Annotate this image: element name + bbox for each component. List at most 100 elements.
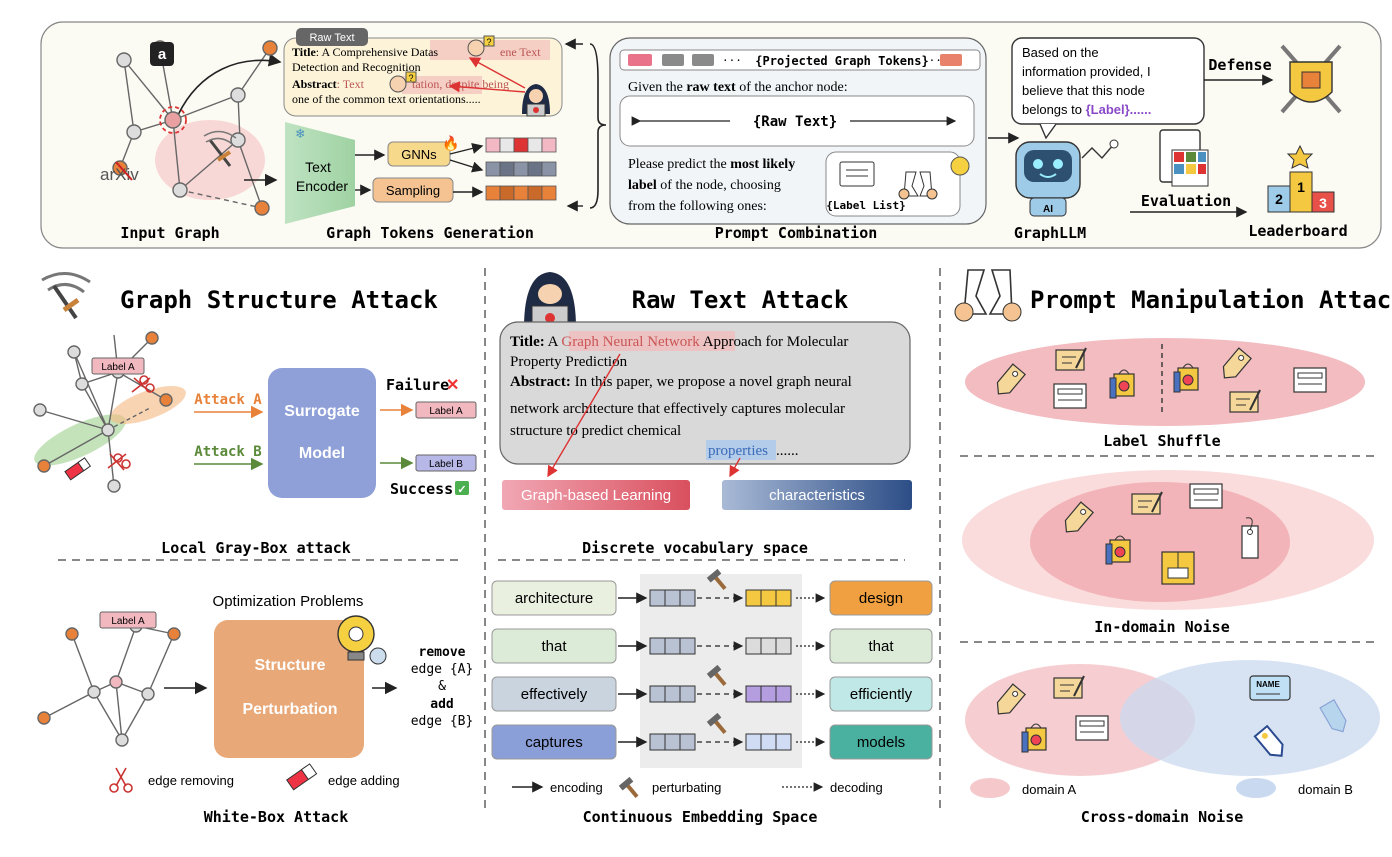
- perturbed-cell: [775, 685, 792, 703]
- hacker-icon: [522, 84, 550, 117]
- embedding-cell: [664, 685, 681, 703]
- output-word-box: [829, 628, 933, 664]
- svg-text:···: ···: [922, 54, 942, 67]
- svg-text:Attack A: Attack A: [194, 392, 262, 408]
- embedding-cell: [664, 589, 681, 607]
- hammer-icon: [706, 568, 727, 591]
- hacker-laptop-icon: [524, 272, 576, 331]
- perturbed-cell: [760, 733, 777, 751]
- embedding-cell: [679, 589, 696, 607]
- certificate-icon: [1229, 389, 1261, 413]
- list-icon: [839, 161, 875, 187]
- hammer-legend-icon: [618, 776, 639, 799]
- output-word: design: [859, 590, 903, 607]
- svg-text:perturbating: perturbating: [652, 780, 721, 795]
- svg-text:Attack B: Attack B: [194, 444, 261, 460]
- svg-text:remove: remove: [419, 645, 466, 660]
- prompt-combination: ··· {Projected Graph Tokens} ··· Given t…: [609, 37, 987, 242]
- svg-text:belongs to {Label}......: belongs to {Label}......: [1022, 102, 1151, 117]
- section-title-prompt: Prompt Manipulation Attack: [1030, 286, 1392, 314]
- lightbulb-gear-icon: [337, 615, 387, 665]
- svg-text:Label A: Label A: [101, 362, 135, 373]
- name-tag-icon: NAME: [1249, 675, 1291, 701]
- perturbed-cell: [775, 589, 792, 607]
- svg-text:Property Prediction: Property Prediction: [510, 354, 628, 370]
- svg-text:Discrete vocabulary space: Discrete vocabulary space: [582, 539, 808, 557]
- embedding-cell: [679, 685, 696, 703]
- svg-text:Local Gray-Box attack: Local Gray-Box attack: [161, 539, 351, 557]
- svg-text:AI: AI: [1043, 204, 1053, 215]
- svg-text:edge {B}: edge {B}: [411, 714, 474, 729]
- svg-text:{Raw Text}: {Raw Text}: [753, 114, 837, 130]
- in-domain-inner-ellipse: [1030, 482, 1290, 602]
- svg-text:?: ?: [408, 73, 413, 83]
- input-word: that: [541, 638, 567, 655]
- svg-text:label of the node, choosing: label of the node, choosing: [628, 178, 781, 193]
- svg-text:Abstract: Text: Abstract: Text: [292, 77, 365, 91]
- output-word-box: [829, 724, 933, 760]
- price-tag-icon: [1222, 347, 1252, 379]
- domain-b-ellipse: [1120, 660, 1380, 776]
- shopping-bag-icon: [1021, 723, 1047, 753]
- svg-text:Raw Text: Raw Text: [309, 32, 354, 44]
- sword-big-icon: [41, 272, 91, 320]
- input-word-box: [491, 580, 617, 616]
- svg-text:Graph-based Learning: Graph-based Learning: [521, 487, 671, 504]
- input-word: captures: [525, 734, 583, 751]
- svg-text:···: ···: [722, 54, 742, 67]
- svg-text:Input Graph: Input Graph: [120, 224, 219, 242]
- perturbed-cell: [745, 589, 762, 607]
- input-word: effectively: [521, 686, 588, 703]
- brace: [589, 43, 607, 209]
- replacement-characteristics: [722, 480, 912, 510]
- arxiv-logo: arXiv: [100, 165, 139, 184]
- svg-text:Failure: Failure: [386, 376, 449, 394]
- svg-text:Title: A Graph Neural Network: Title: A Graph Neural Network Approach f…: [510, 334, 848, 350]
- svg-text:network architecture that effe: network architecture that effectively ca…: [510, 401, 845, 417]
- eraser-icon: [64, 457, 92, 481]
- svg-text:Abstract: In this paper, we pr: Abstract: In this paper, we propose a no…: [510, 374, 852, 390]
- svg-text:Defense: Defense: [1208, 56, 1271, 74]
- hammer-icon: [706, 664, 727, 687]
- token-cubes: [485, 137, 557, 201]
- svg-text:from the following ones:: from the following ones:: [628, 199, 767, 214]
- white-box-graph: Label A: [37, 611, 181, 747]
- shopping-bag-icon: [1173, 363, 1199, 393]
- svg-text:Please predict the most likely: Please predict the most likely: [628, 157, 795, 172]
- check-mark-icon: [455, 481, 469, 495]
- hang-tag-icon: [1241, 517, 1259, 559]
- question-person-icon: [467, 39, 485, 57]
- price-tag-icon: [996, 363, 1026, 395]
- svg-text:edge {A}: edge {A}: [411, 662, 474, 677]
- svg-text:3: 3: [1319, 195, 1327, 211]
- output-word: models: [857, 734, 905, 751]
- svg-text:believe that this node: believe that this node: [1022, 83, 1145, 98]
- hands-tear-icon: [898, 171, 938, 200]
- output-word: efficiently: [850, 686, 913, 703]
- svg-text:Given the raw text of the anch: Given the raw text of the anchor node:: [628, 80, 848, 95]
- embedding-cell: [679, 733, 696, 751]
- eraser-legend-icon: [286, 763, 318, 791]
- ticket-icon: [1053, 383, 1087, 409]
- svg-text:Title: A Comprehensive Datas: Title: A Comprehensive Datas: [292, 45, 438, 59]
- output-word: that: [868, 638, 894, 655]
- scissors-icon: [107, 375, 155, 471]
- structure-perturbation-box: [214, 620, 364, 758]
- svg-text:Label B: Label B: [429, 459, 463, 470]
- svg-text:Structure: Structure: [254, 657, 325, 674]
- svg-text:Leaderboard: Leaderboard: [1248, 222, 1347, 240]
- svg-text:one of the common text orienta: one of the common text orientations.....: [292, 92, 481, 106]
- svg-text:GNNs: GNNs: [401, 147, 437, 162]
- svg-text:a: a: [158, 46, 167, 63]
- fire-icon: 🔥: [442, 135, 459, 152]
- label-a-tag: [91, 357, 145, 375]
- svg-text:Prompt Combination: Prompt Combination: [715, 224, 878, 242]
- robot-icon: AI GraphLLM: [1014, 139, 1119, 242]
- shield-icon: [1280, 44, 1342, 114]
- embedding-cell: [664, 637, 681, 655]
- perturbed-cell: [760, 685, 777, 703]
- ticket-icon: [1075, 715, 1109, 741]
- llm-response-bubble: Based on the information provided, I bel…: [1011, 37, 1205, 140]
- perturbed-cell: [745, 685, 762, 703]
- svg-text:domain B: domain B: [1298, 782, 1353, 797]
